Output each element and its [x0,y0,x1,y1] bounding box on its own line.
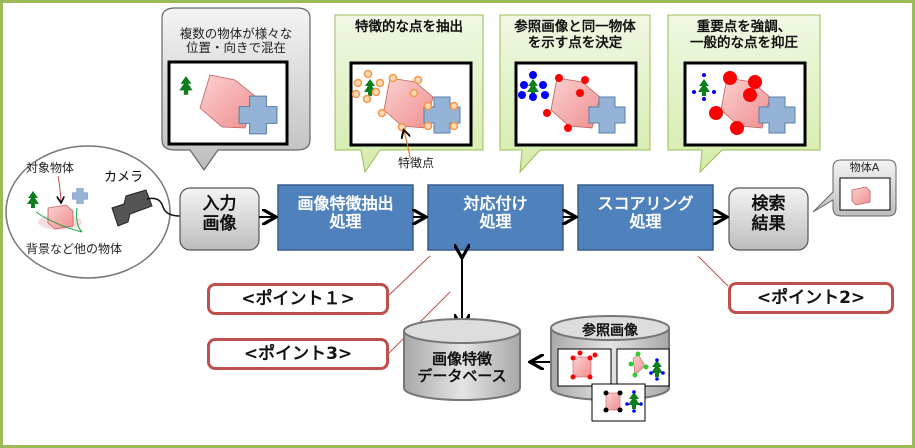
callout-feature-line1: 特徴的な点を抽出 [355,19,463,35]
scoring-label: スコアリング 処理 [578,194,713,232]
step2-line2: 処理 [479,212,512,232]
step1-line1: 画像特徴抽出 [297,194,394,213]
input-callout-line1: 複数の物体が様々な [179,26,293,41]
result-object-label: 物体A [849,161,880,174]
database-line2: データベース [417,367,507,386]
input-image-label: 入力 画像 [180,194,259,234]
scene-cube-icon [38,204,82,230]
search-result-line2: 結果 [751,213,786,234]
feature-database-cylinder [403,318,521,401]
database-line1: 画像特徴 [431,350,492,368]
matching-box [427,184,564,251]
search-result-label: 検索 結果 [729,194,808,234]
scene-ellipse [5,145,171,279]
step3-line1: スコアリング [597,194,694,213]
matched-tree-points [518,71,549,101]
point-2-badge: <ポイント2> [728,282,894,314]
callout-scoring-title: 重要点を強調、 一般的な点を抑圧 [668,19,820,51]
target-object-label: 対象物体 [26,161,75,175]
suppressed-tree-points [692,73,716,101]
callout-scoring-line1: 重要点を強調、 [696,19,792,35]
reference-image-label: 参照画像 [582,323,638,339]
point-3-badge: <ポイント3> [207,338,389,370]
matched-cube-points [543,74,589,132]
input-callout-line2: 位置・向きで混在 [185,40,286,56]
input-image-line1: 入力 [202,194,237,214]
step1-line2: 処理 [329,212,362,232]
scoring-box [577,184,714,251]
bg-pointer-arrow [35,211,83,233]
feature-points [351,69,459,132]
search-result-box [728,187,809,251]
callout-scoring [667,14,821,174]
target-pointer-arrow [58,175,61,202]
callout-matching-title: 参照画像と同一物体 を示す点を決定 [500,19,650,51]
background-objects-label: 背景など他の物体 [26,242,123,256]
emphasized-cube-points [709,71,762,135]
search-result-line1: 検索 [751,194,786,214]
camera-label: カメラ [104,170,144,185]
reference-thumb-1 [557,348,612,387]
callout-feature-extraction [334,14,484,174]
callout-matching-line1: 参照画像と同一物体 [514,19,636,35]
flow-arrows [259,217,725,362]
database-label: 画像特徴 データベース [404,350,520,386]
input-image-box [179,187,260,251]
feature-extraction-label: 画像特徴抽出 処理 [278,194,413,232]
step3-line2: 処理 [629,212,662,232]
reference-thumb-2 [616,348,670,387]
input-image-line2: 画像 [202,213,237,234]
callout-feature-title: 特徴的な点を抽出 [335,19,483,36]
matching-label: 対応付け 処理 [428,194,563,232]
input-callout-text: 複数の物体が様々な 位置・向きで混在 [165,26,307,56]
point-1-badge: <ポイント１> [207,283,389,315]
callout-scoring-line2: 一般的な点を抑圧 [690,34,798,51]
camera-icon [111,189,181,227]
reference-thumb-3 [591,383,646,422]
feature-point-annotation: 特徴点 [398,156,435,170]
callout-matching-line2: を示す点を決定 [527,34,623,51]
callout-matching [499,14,651,174]
bg-pointer-arrow [76,207,83,233]
step2-line1: 対応付け [463,194,528,213]
result-cube-icon [851,186,871,206]
